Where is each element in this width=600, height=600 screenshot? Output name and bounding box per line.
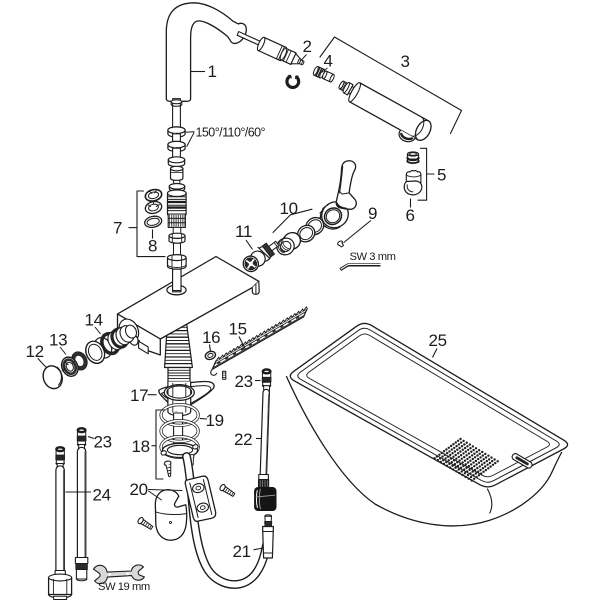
svg-text:24: 24 [93,486,111,505]
svg-text:1: 1 [208,62,217,81]
svg-text:4: 4 [324,52,333,71]
svg-text:12: 12 [26,342,44,361]
svg-text:21: 21 [233,542,251,561]
svg-text:7: 7 [113,219,122,238]
svg-text:11: 11 [235,222,252,241]
svg-text:5: 5 [437,166,446,185]
svg-text:9: 9 [368,204,377,223]
svg-text:20: 20 [130,480,148,499]
svg-text:25: 25 [429,331,447,350]
svg-text:8: 8 [148,237,157,256]
svg-text:3: 3 [401,52,410,71]
svg-text:17: 17 [130,386,148,405]
svg-text:13: 13 [49,331,67,350]
svg-text:10: 10 [280,199,298,218]
svg-text:23: 23 [235,372,253,391]
svg-text:SW 3 mm: SW 3 mm [350,251,396,263]
svg-text:150°/110°/60°: 150°/110°/60° [196,126,266,140]
svg-text:16: 16 [202,328,220,347]
svg-text:SW 19 mm: SW 19 mm [98,581,150,593]
svg-text:18: 18 [132,437,150,456]
svg-text:14: 14 [85,311,103,330]
svg-text:6: 6 [406,206,415,225]
svg-text:19: 19 [206,411,224,430]
svg-text:23: 23 [94,433,112,452]
svg-text:2: 2 [303,37,312,56]
svg-text:22: 22 [234,430,252,449]
svg-text:15: 15 [229,320,247,339]
